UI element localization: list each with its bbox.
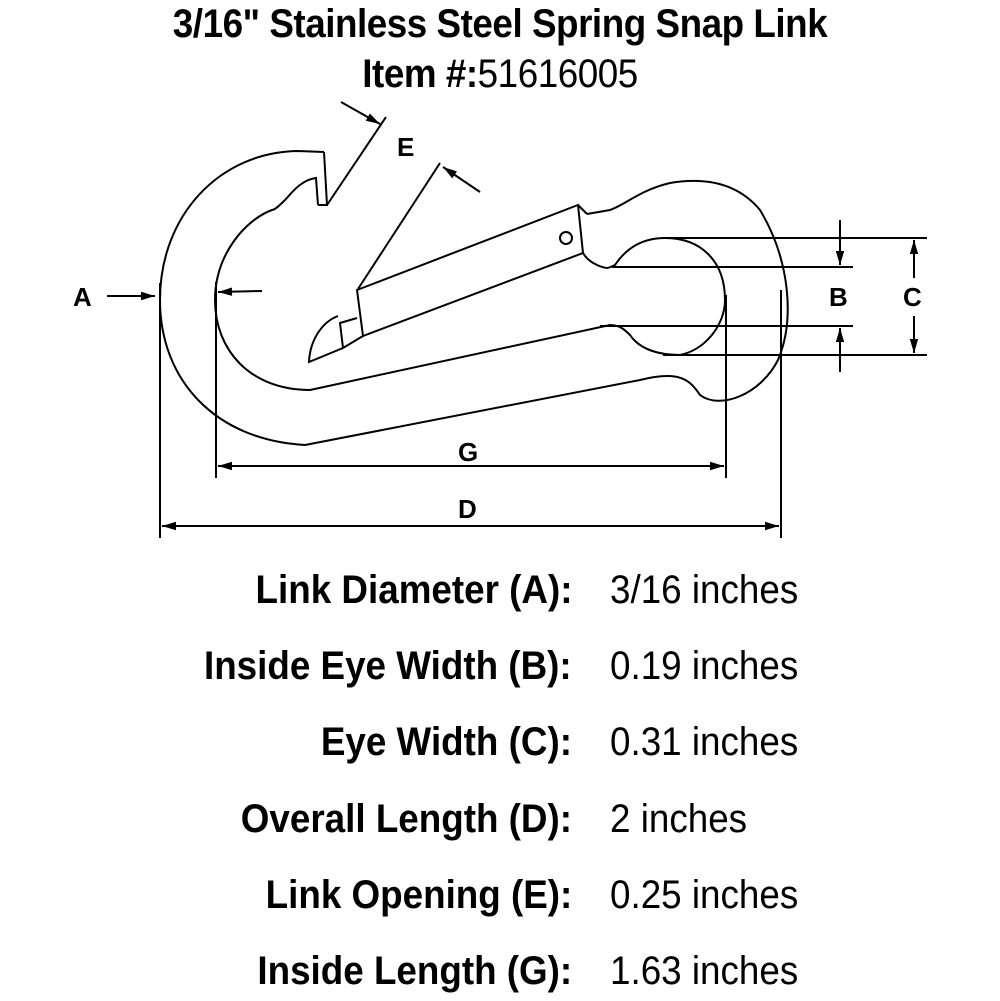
spec-label: Overall Length (D): — [240, 797, 572, 841]
snap-link-diagram: A E B C G D — [73, 101, 927, 538]
spec-row-link-diameter: Link Diameter (A): 3/16 inches — [0, 560, 1000, 620]
spec-row-overall-length: Overall Length (D): 2 inches — [0, 789, 1000, 849]
spec-row-inside-length: Inside Length (G): 1.63 inches — [0, 941, 1000, 1001]
product-title: 3/16" Stainless Steel Spring Snap Link — [172, 2, 828, 46]
spec-value: 0.19 inches — [610, 644, 799, 688]
spec-row-eye-width: Eye Width (C): 0.31 inches — [0, 712, 1000, 772]
spec-label: Link Diameter (A): — [255, 568, 572, 612]
item-number: 51616005 — [477, 52, 639, 96]
dim-label-e: E — [397, 132, 414, 162]
spec-label: Inside Length (G): — [257, 949, 572, 993]
spec-label: Link Opening (E): — [265, 873, 572, 917]
spec-label: Eye Width (C): — [320, 720, 572, 764]
snap-link-outline — [107, 101, 927, 538]
spec-value: 0.25 inches — [610, 873, 799, 917]
dim-label-c: C — [903, 282, 922, 312]
spec-value: 2 inches — [610, 797, 748, 841]
spec-value: 0.31 inches — [610, 720, 799, 764]
dim-label-d: D — [458, 494, 477, 524]
dim-label-g: G — [458, 437, 478, 467]
dim-label-b: B — [829, 282, 848, 312]
item-number-prefix: Item #: — [362, 52, 478, 96]
spec-row-link-opening: Link Opening (E): 0.25 inches — [0, 865, 1000, 925]
spec-label: Inside Eye Width (B): — [204, 644, 572, 688]
spec-value: 1.63 inches — [610, 949, 799, 993]
dim-label-a: A — [73, 282, 92, 312]
spec-value: 3/16 inches — [610, 568, 799, 612]
item-number-line: Item #:51616005 — [40, 52, 960, 96]
spec-row-inside-eye-width: Inside Eye Width (B): 0.19 inches — [0, 636, 1000, 696]
